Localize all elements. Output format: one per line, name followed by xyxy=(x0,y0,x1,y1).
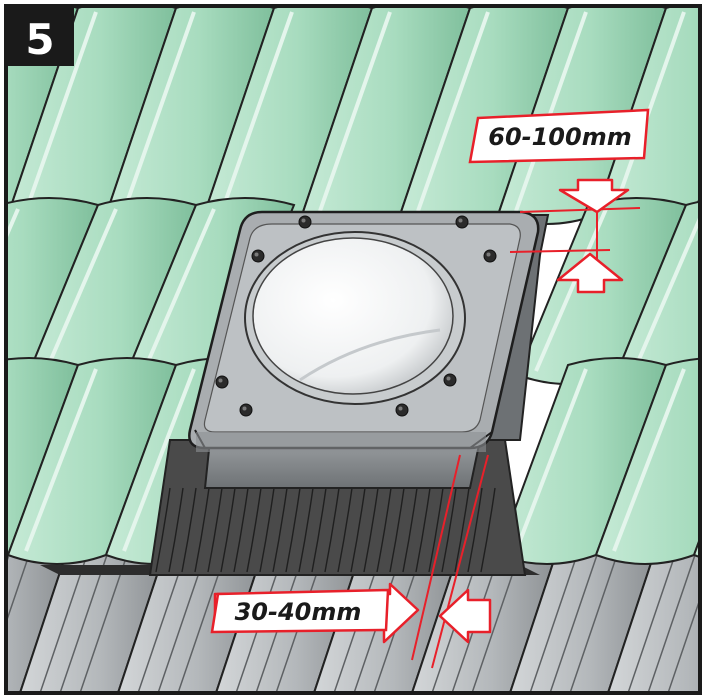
bottom-label-box xyxy=(210,588,390,634)
top-dim-line-lower xyxy=(509,249,611,253)
dimension-labels: 60-100mm 30-40mm xyxy=(210,108,650,634)
top-dimension-label: 60-100mm xyxy=(488,123,631,151)
top-label-box xyxy=(468,108,650,164)
arrow-left-icon xyxy=(438,588,492,644)
step-badge xyxy=(8,8,74,66)
fixing-screws xyxy=(215,215,497,417)
arrow-down-icon xyxy=(558,178,630,214)
top-dim-line-upper xyxy=(519,207,641,213)
skylight-unit xyxy=(188,210,540,452)
bottom-dim-line-left xyxy=(411,454,461,661)
frame-border xyxy=(4,4,702,695)
bottom-dim-line-right xyxy=(431,454,489,669)
arrow-up-icon xyxy=(556,252,624,294)
step-number: 5 xyxy=(25,15,54,64)
dimension-markers xyxy=(411,195,641,669)
bottom-dimension-label: 30-40mm xyxy=(235,598,362,626)
